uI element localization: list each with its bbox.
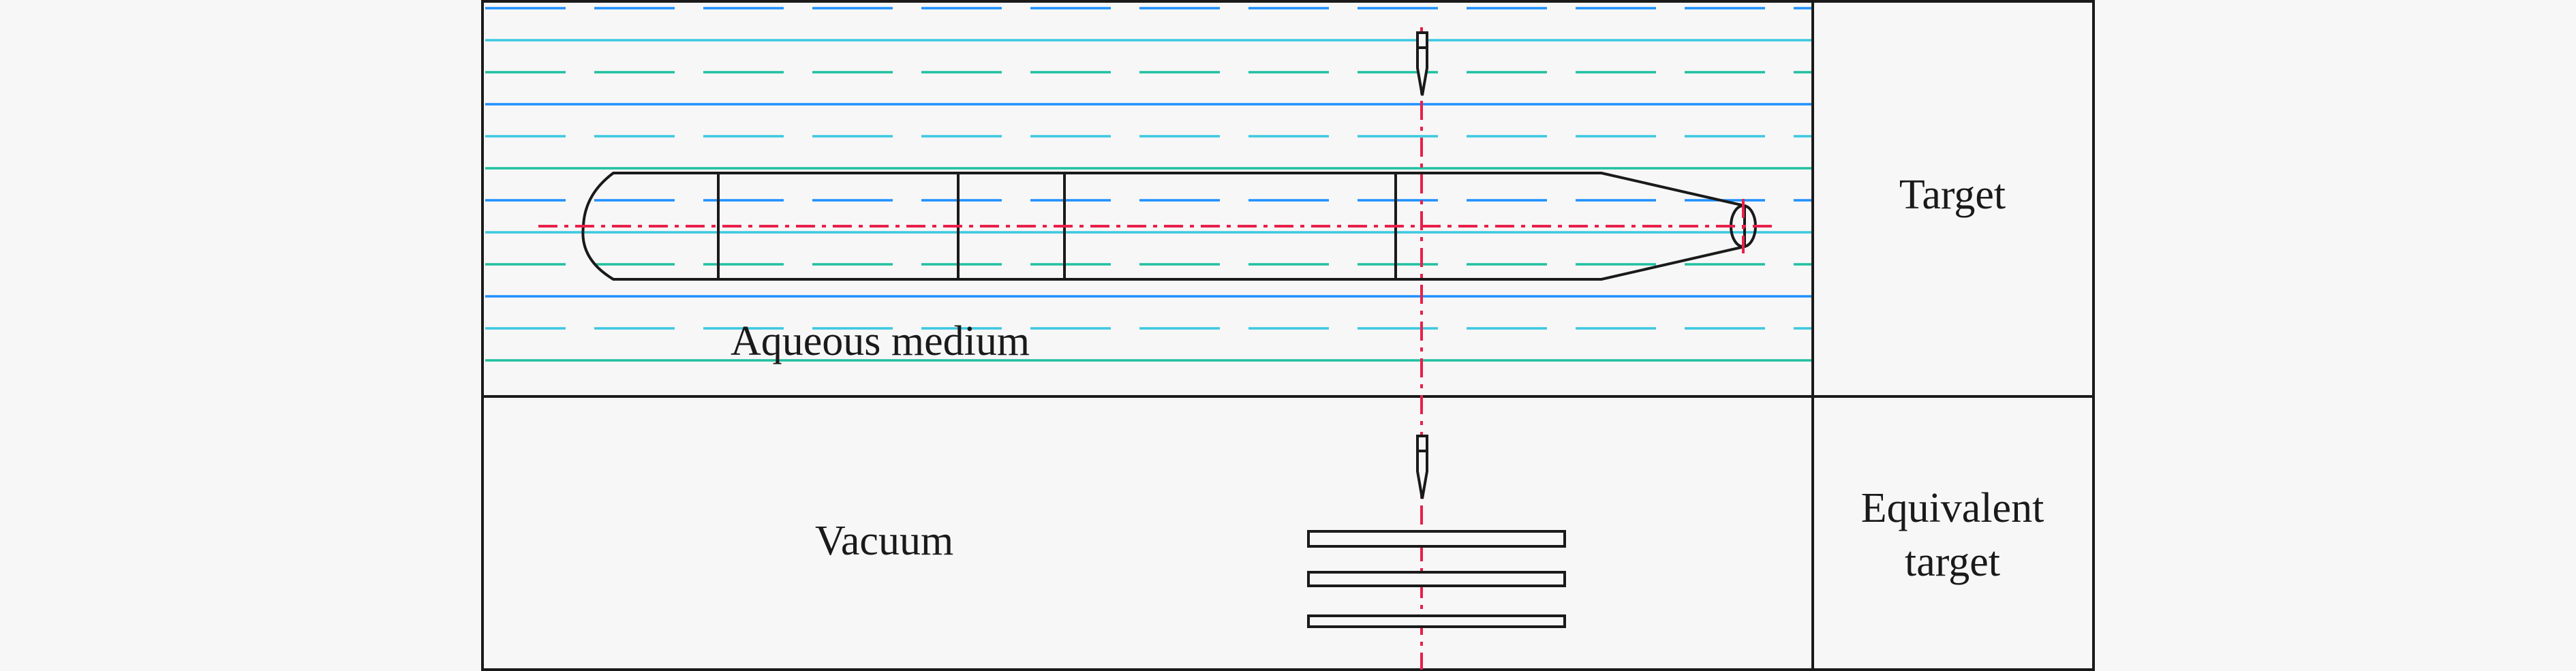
label-vacuum: Vacuum: [815, 518, 954, 564]
water-lines: [485, 7, 1811, 362]
projectile-water: [1416, 31, 1428, 96]
vehicle-hull: [581, 172, 1746, 281]
label-equivalent-target-line2: target: [1904, 539, 2000, 585]
target-plate-1: [1307, 530, 1566, 548]
target-plate-3: [1307, 614, 1566, 628]
label-target: Target: [1899, 172, 2006, 218]
frame: [481, 0, 2095, 671]
outer-frame: [481, 0, 2095, 671]
label-aqueous-medium: Aqueous medium: [731, 318, 1030, 364]
projectile-vacuum: [1416, 435, 1428, 499]
equivalent-target-plates: [1307, 530, 1566, 628]
target-plate-2: [1307, 571, 1566, 587]
axis-lines: [538, 27, 1772, 670]
label-equivalent-target-line1: Equivalent: [1860, 485, 2044, 531]
